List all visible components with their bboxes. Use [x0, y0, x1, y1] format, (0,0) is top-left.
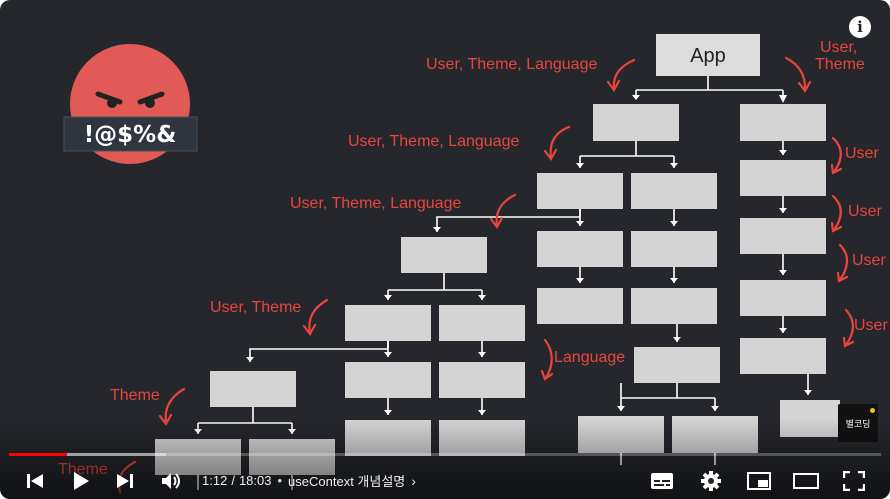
tree-box	[740, 218, 826, 254]
tree-box	[345, 305, 431, 341]
tree-box	[740, 104, 826, 141]
info-icon[interactable]: i	[849, 16, 871, 38]
current-time: 1:12	[202, 473, 228, 488]
fullscreen-button[interactable]	[840, 462, 868, 499]
label-user: User	[852, 252, 886, 269]
play-button[interactable]	[67, 462, 95, 499]
tree-box	[439, 362, 525, 398]
censored-text: !@$%&	[84, 122, 177, 148]
played-bar	[9, 453, 67, 456]
play-icon	[74, 471, 89, 490]
tree-box	[780, 400, 840, 437]
miniplayer-icon	[747, 471, 771, 490]
tree-box	[631, 173, 717, 209]
tree-box	[537, 173, 623, 209]
tree-box	[537, 288, 623, 324]
tree-box	[439, 305, 525, 341]
label-language: Language	[554, 349, 625, 366]
subtitles-button[interactable]	[648, 462, 676, 499]
tree-box	[345, 420, 431, 456]
label-user: User	[845, 145, 879, 162]
component-tree	[155, 34, 840, 475]
chapter-title[interactable]: useContext 개념설명	[288, 474, 406, 489]
tree-box	[672, 416, 758, 453]
settings-icon	[701, 470, 721, 491]
tree-box	[401, 237, 487, 273]
tree-box	[740, 338, 826, 374]
buffered-bar	[9, 453, 166, 456]
volume-icon	[162, 472, 180, 489]
fullscreen-icon	[843, 470, 865, 491]
label-theme: Theme	[110, 387, 160, 404]
tree-box	[537, 231, 623, 267]
label-user-theme: User, Theme	[210, 299, 301, 316]
subtitles-icon	[651, 472, 673, 489]
chevron-right-icon[interactable]: ›	[411, 472, 416, 489]
tree-box	[634, 347, 720, 383]
label-user: User	[848, 203, 882, 220]
player-controls: 1:12 / 18:03 • useContext 개념설명 ›	[0, 462, 890, 499]
app-box	[656, 34, 760, 76]
arrowheads	[194, 95, 812, 434]
label-user: User	[854, 317, 888, 334]
theater-button[interactable]	[791, 462, 821, 499]
tree-box	[740, 280, 826, 316]
annotation-labels: User, Theme, Language User, Theme User, …	[58, 39, 888, 478]
next-icon	[117, 473, 133, 488]
app-label: App	[690, 45, 726, 67]
next-button[interactable]	[112, 462, 138, 499]
annotation-arrows	[117, 56, 855, 494]
tree-box	[345, 362, 431, 398]
time-separator: /	[231, 473, 235, 488]
tree-box	[593, 104, 679, 141]
label-user-theme-language: User, Theme, Language	[348, 133, 519, 150]
star-icon	[870, 408, 875, 413]
previous-button[interactable]	[22, 462, 48, 499]
tree-box	[578, 416, 664, 453]
previous-icon	[27, 473, 43, 488]
tree-box	[210, 371, 296, 407]
label-theme: Theme	[815, 56, 865, 73]
angry-emoji: !@$%&	[63, 44, 198, 164]
tree-box	[631, 231, 717, 267]
time-display: 1:12 / 18:03 • useContext 개념설명 ›	[202, 462, 416, 499]
progress-bar[interactable]	[9, 453, 881, 456]
label-user-theme-language: User, Theme, Language	[290, 195, 461, 212]
chapter-bullet: •	[277, 473, 283, 488]
channel-watermark[interactable]: 별코딩	[838, 404, 878, 442]
volume-button[interactable]	[158, 462, 186, 499]
theater-icon	[793, 472, 819, 489]
settings-button[interactable]	[697, 462, 725, 499]
label-user-theme-language: User, Theme, Language	[426, 56, 597, 73]
watermark-label: 별코딩	[845, 419, 871, 429]
tree-box	[740, 160, 826, 196]
tree-box	[631, 288, 717, 324]
duration: 18:03	[238, 473, 272, 488]
label-user: User,	[820, 39, 857, 56]
miniplayer-button[interactable]	[745, 462, 773, 499]
tree-box	[439, 420, 525, 456]
